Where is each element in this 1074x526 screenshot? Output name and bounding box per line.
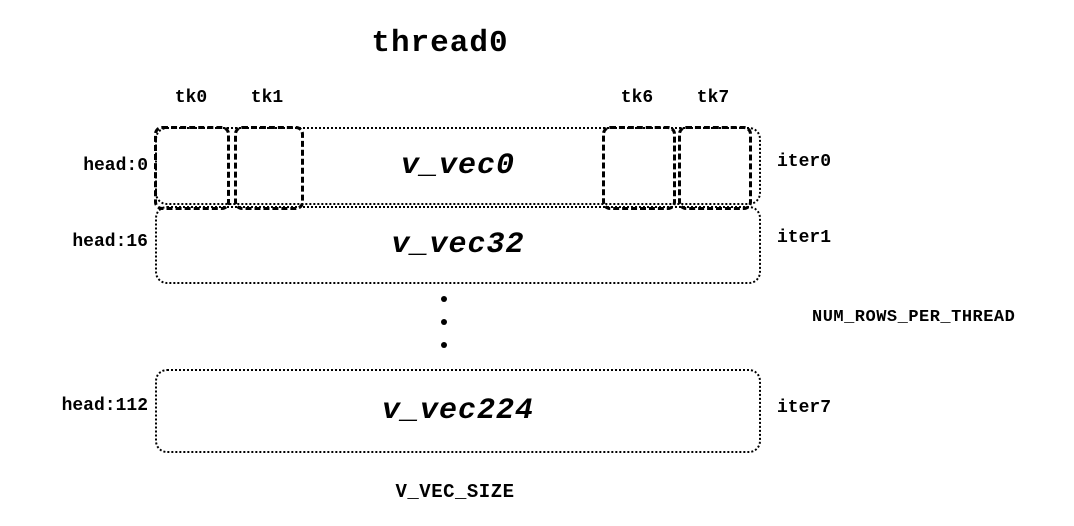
ellipsis-dot [441, 319, 447, 325]
tk-label-tk0: tk0 [174, 88, 208, 108]
v-vec-size-label: V_VEC_SIZE [395, 481, 515, 503]
vector-label-0: v_vec0 [400, 149, 516, 183]
vector-label-2: v_vec224 [381, 394, 535, 428]
tk7-cell [678, 126, 752, 210]
ellipsis-dot [441, 342, 447, 348]
tk-label-tk1: tk1 [250, 88, 284, 108]
head-label-2: head:112 [61, 396, 148, 416]
head-label-1: head:16 [72, 232, 148, 252]
ellipsis-dot [441, 296, 447, 302]
iter-label-1: iter1 [777, 228, 832, 248]
iter-label-2: iter7 [777, 398, 832, 418]
tk0-cell [154, 126, 230, 210]
vector-row-2: v_vec224 [155, 369, 761, 453]
head-label-0: head:0 [83, 156, 148, 176]
diagram-title: thread0 [371, 26, 509, 61]
tk1-cell [234, 126, 304, 210]
iter-label-0: iter0 [777, 152, 832, 172]
tk-label-tk6: tk6 [620, 88, 654, 108]
vector-row-0: v_vec0 [154, 126, 761, 210]
ellipsis-dots [441, 296, 447, 348]
vector-label-1: v_vec32 [391, 228, 525, 262]
tk-label-tk7: tk7 [696, 88, 730, 108]
num-rows-per-thread-label: NUM_ROWS_PER_THREAD [812, 308, 1016, 327]
vector-row-1: v_vec32 [155, 206, 761, 284]
tk6-cell [602, 126, 676, 210]
